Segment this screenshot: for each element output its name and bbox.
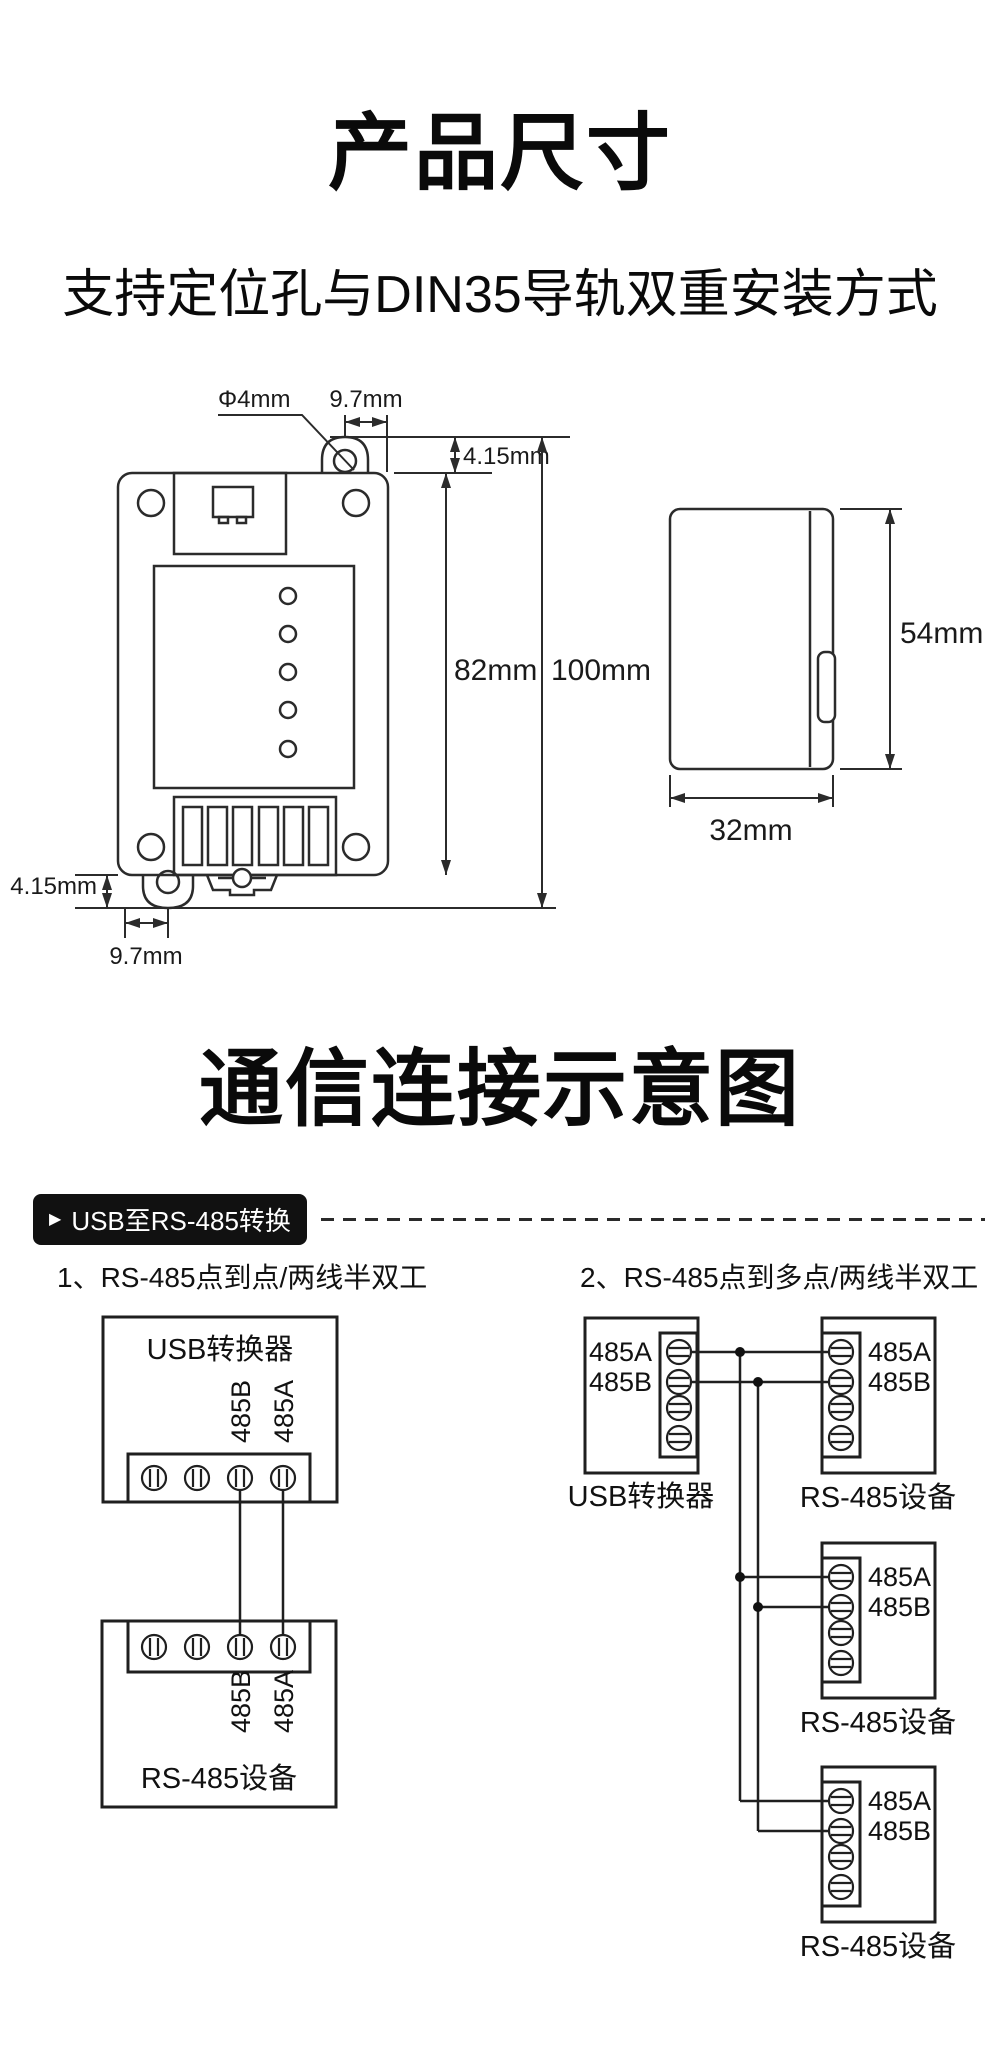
dimensions-subtitle: 支持定位孔与DIN35导轨双重安装方式 [62,266,938,324]
label-bottom-ear-offset: 9.7mm [109,943,182,970]
p2p-converter-pin-a: 485A [269,1380,299,1443]
mp-device1-label: RS-485设备 [800,1481,956,1514]
p2p-device-screws [140,1633,297,1661]
label-top-ear-height: 4.15mm [463,443,550,470]
mp-converter-screws [665,1338,693,1452]
label-panel [152,564,356,790]
mp-device3-pin-b: 485B [868,1816,931,1846]
label-side-height: 54mm [900,617,983,650]
label-bottom-ear-height: 4.15mm [10,873,97,900]
page-title-connection: 通信连接示意图 [198,1042,801,1136]
label-body-height: 82mm [454,654,537,687]
mp-device2-pin-b: 485B [868,1592,931,1622]
p2p-converter-pin-b: 485B [226,1380,256,1443]
p2p-converter-screws [140,1464,297,1492]
dimension-drawing: Φ4mm 9.7mm 4.15mm 82mm 100mm 4.15mm 9.7m… [10,386,983,970]
din-rail-clip [205,867,279,897]
usb-connector [211,485,255,525]
p2p-converter-label: USB转换器 [147,1333,294,1366]
led-indicators [278,586,298,759]
page-title-dimensions: 产品尺寸 [327,106,672,200]
label-side-width: 32mm [709,814,792,847]
mp-converter-pin-a: 485A [589,1337,652,1367]
p2p-device-pin-a: 485A [269,1670,299,1733]
label-total-height: 100mm [551,654,651,687]
mp-device2-label: RS-485设备 [800,1706,956,1739]
mp-converter-pin-b: 485B [589,1367,652,1397]
badge-arrow-icon: ▶ [49,1210,62,1228]
terminal-block-slots [172,795,338,877]
section-header-row: ▶ USB至RS-485转换 [33,1194,985,1245]
p2p-device-label: RS-485设备 [141,1762,297,1795]
bottom-mount-ear [141,875,195,910]
dashed-divider [320,1218,985,1221]
label-top-ear-offset: 9.7mm [329,386,402,413]
multipoint-diagram: 485A 485B USB转换器 485A 485B RS-485设备 485A… [568,1316,956,1963]
mp-device2-screws [827,1563,855,1677]
mp-device1-pin-a: 485A [868,1337,931,1367]
mp-device3-screws [827,1787,855,1901]
diagram2-heading: 2、RS-485点到多点/两线半双工 [580,1262,979,1293]
p2p-diagram: USB转换器 485B 485A 485B 485A RS-485设备 [100,1315,339,1809]
usb-recess [172,471,288,556]
mp-device3-label: RS-485设备 [800,1930,956,1963]
mp-device3-pin-a: 485A [868,1786,931,1816]
side-view [668,507,837,771]
mp-device2-pin-a: 485A [868,1562,931,1592]
label-hole-diameter: Φ4mm [218,386,290,413]
badge-label: USB至RS-485转换 [71,1206,291,1236]
side-body [668,507,835,771]
front-view [116,435,390,910]
diagram1-heading: 1、RS-485点到点/两线半双工 [57,1262,428,1293]
mp-converter-label: USB转换器 [568,1480,715,1513]
section-badge: ▶ USB至RS-485转换 [33,1194,307,1245]
mp-wires [679,1347,841,1833]
dimension-annotations: Φ4mm 9.7mm 4.15mm 82mm 100mm 4.15mm 9.7m… [10,386,983,970]
side-clip-tab [816,650,837,724]
bottom-mount-hole [155,869,181,895]
connection-diagrams: USB转换器 485B 485A 485B 485A RS-485设备 [100,1315,956,1963]
mp-device1-pin-b: 485B [868,1367,931,1397]
mp-device1-screws [827,1338,855,1452]
p2p-device-pin-b: 485B [226,1670,256,1733]
